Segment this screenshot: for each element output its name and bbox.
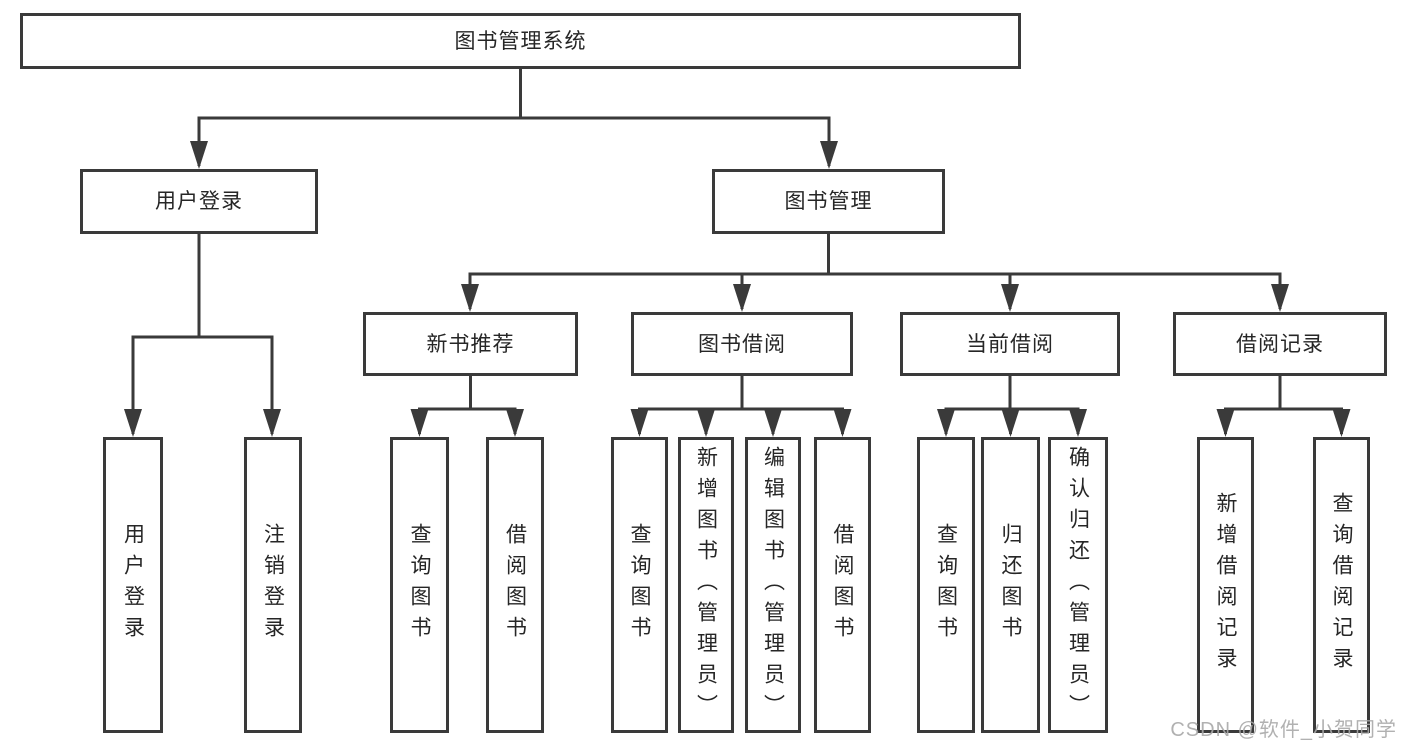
node-new-book-recommend: 新书推荐 [363,312,578,376]
leaf-query-books-recommend: 查询图书 [390,437,449,733]
csdn-watermark: CSDN @软件_小贺同学 [1170,719,1397,741]
leaf-add-borrow-record: 新增借阅记录 [1197,437,1254,733]
leaf-edit-book-admin: 编辑图书（管理员） [745,437,801,733]
leaf-query-borrow-record: 查询借阅记录 [1313,437,1370,733]
leaf-borrow-books: 借阅图书 [814,437,871,733]
leaf-logout: 注销登录 [244,437,302,733]
node-user-login: 用户登录 [80,169,318,234]
node-book-borrowing: 图书借阅 [631,312,853,376]
node-book-management: 图书管理 [712,169,945,234]
leaf-user-login: 用户登录 [103,437,163,733]
arrowheads [124,141,1351,437]
node-current-borrowing: 当前借阅 [900,312,1120,376]
node-root: 图书管理系统 [20,13,1021,69]
leaf-query-books-borrow: 查询图书 [611,437,668,733]
leaf-confirm-return-admin: 确认归还（管理员） [1048,437,1108,733]
leaf-add-book-admin: 新增图书（管理员） [678,437,734,733]
node-borrowing-records: 借阅记录 [1173,312,1387,376]
leaf-borrow-books-recommend: 借阅图书 [486,437,544,733]
leaf-return-book: 归还图书 [981,437,1040,733]
leaf-query-books-current: 查询图书 [917,437,975,733]
